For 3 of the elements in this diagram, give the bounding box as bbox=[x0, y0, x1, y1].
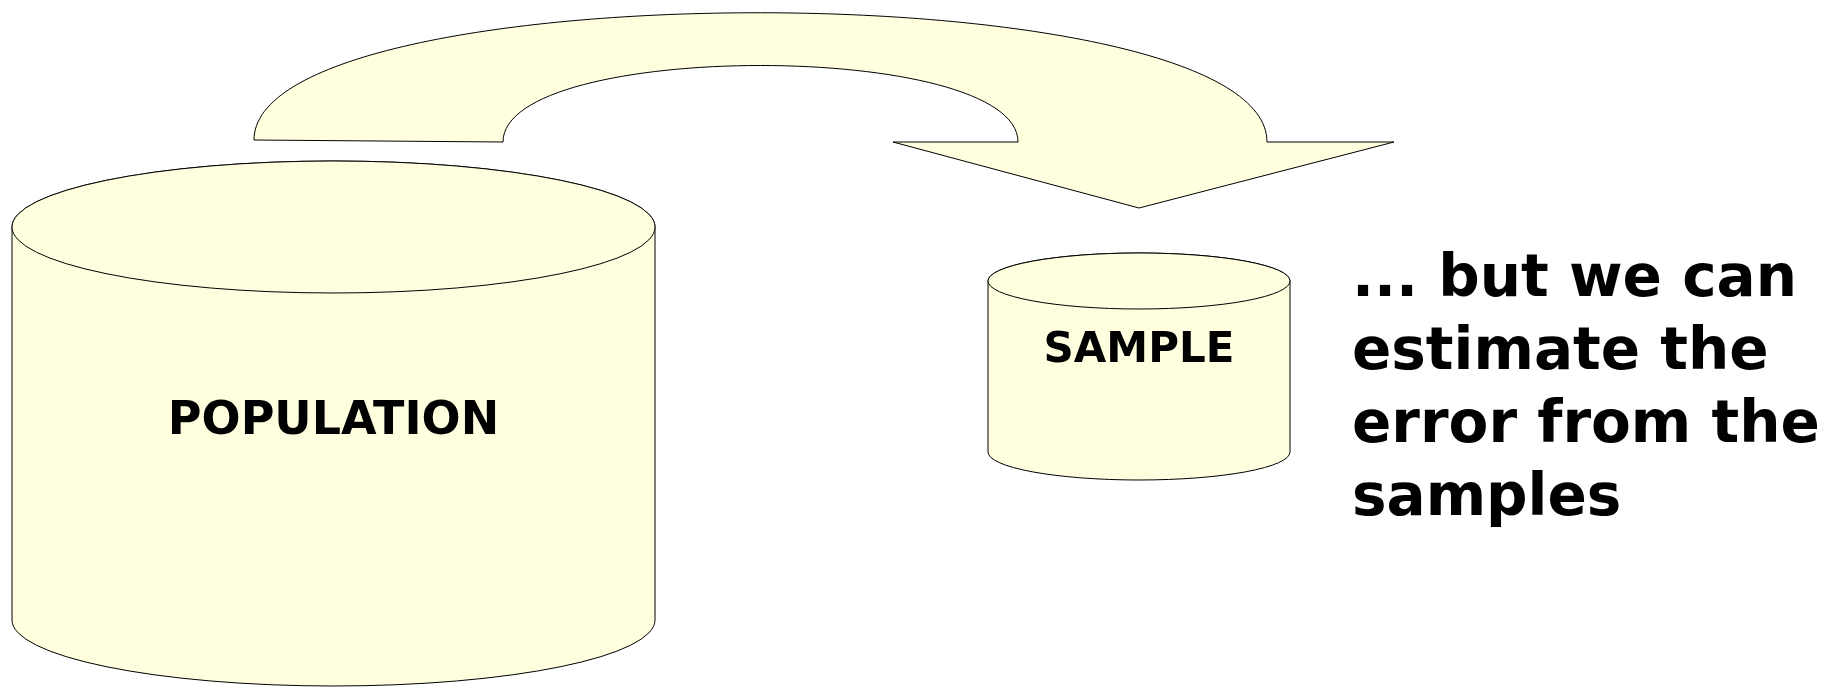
cylinder-label: SAMPLE bbox=[1042, 323, 1236, 374]
cylinder-label: POPULATION bbox=[166, 390, 501, 446]
note-text: ... but we can estimate the error from the samples bbox=[1352, 241, 1821, 531]
